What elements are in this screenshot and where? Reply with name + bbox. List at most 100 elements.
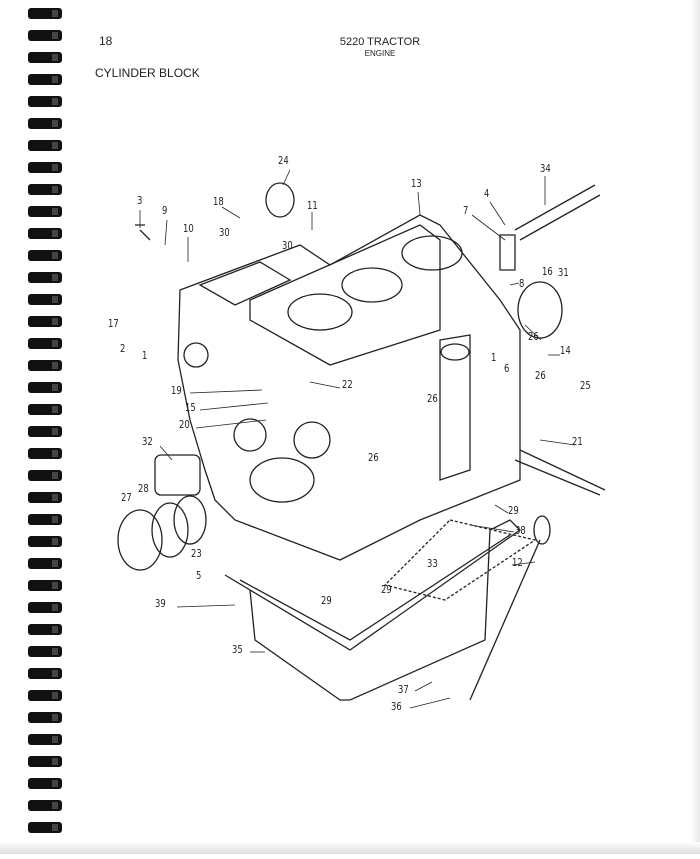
- callout-33: 33: [427, 557, 438, 570]
- binder-hole: [52, 604, 58, 611]
- expansion-plug: [265, 182, 295, 218]
- binder-hole: [52, 494, 58, 501]
- callout-1: 1: [491, 351, 497, 364]
- callout-1: 1: [142, 349, 148, 362]
- callout-23: 23: [191, 547, 202, 560]
- callout-21: 21: [572, 435, 583, 448]
- callout-2: 2: [120, 342, 126, 355]
- binder-hole: [52, 538, 58, 545]
- callout-26: 26: [528, 330, 539, 343]
- callout-27: 27: [121, 491, 132, 504]
- callout-26: 26: [368, 451, 379, 464]
- header-title: 5220 TRACTOR: [339, 36, 421, 48]
- gasket-strip: [383, 519, 537, 601]
- callout-14: 14: [560, 344, 571, 357]
- callout-12: 12: [512, 556, 523, 569]
- callout-20: 20: [179, 418, 190, 431]
- callout-38: 38: [515, 524, 526, 537]
- callout-9: 9: [162, 204, 168, 217]
- callout-29: 29: [381, 583, 392, 596]
- cylinder-liner: [154, 454, 201, 496]
- binder-hole: [52, 208, 58, 215]
- binder-hole: [52, 802, 58, 809]
- page-number: 18: [99, 34, 113, 48]
- callout-15: 15: [185, 401, 196, 414]
- callout-39: 39: [155, 597, 166, 610]
- callout-31: 31: [558, 266, 569, 279]
- callout-5: 5: [196, 569, 202, 582]
- page-edge: [690, 0, 700, 854]
- page-header: 5220 TRACTOR ENGINE: [330, 36, 430, 60]
- callout-30: 30: [219, 226, 230, 239]
- binder-hole: [52, 406, 58, 413]
- binder-hole: [52, 384, 58, 391]
- binder-hole: [52, 824, 58, 831]
- callout-26: 26: [535, 369, 546, 382]
- binder-hole: [52, 516, 58, 523]
- binder-hole: [52, 230, 58, 237]
- callout-32: 32: [142, 435, 153, 448]
- binder-hole: [52, 32, 58, 39]
- binder-hole: [52, 318, 58, 325]
- callout-17: 17: [108, 317, 119, 330]
- callout-30: 30: [282, 239, 293, 252]
- callout-3: 3: [137, 194, 143, 207]
- callout-6: 6: [504, 362, 510, 375]
- callout-19: 19: [171, 384, 182, 397]
- oil-pan: [224, 519, 522, 701]
- callout-18: 18: [213, 195, 224, 208]
- binder-hole: [52, 296, 58, 303]
- binder-hole: [52, 186, 58, 193]
- binder-hole: [52, 274, 58, 281]
- binder-hole: [52, 362, 58, 369]
- binder-hole: [52, 340, 58, 347]
- binder-hole: [52, 692, 58, 699]
- binder-hole: [52, 428, 58, 435]
- callout-7: 7: [463, 204, 469, 217]
- callout-13: 13: [411, 177, 422, 190]
- binder-hole: [52, 120, 58, 127]
- callout-26: 26: [427, 392, 438, 405]
- callout-29: 29: [508, 504, 519, 517]
- binder-hole: [52, 450, 58, 457]
- binder-hole: [52, 670, 58, 677]
- header-subtitle: ENGINE: [364, 49, 396, 58]
- binder-hole: [52, 626, 58, 633]
- binder-hole: [52, 582, 58, 589]
- binder-hole: [52, 780, 58, 787]
- stud: [514, 184, 601, 241]
- binder-hole: [52, 560, 58, 567]
- binder-hole: [52, 648, 58, 655]
- binder-hole: [52, 76, 58, 83]
- binder-hole: [52, 472, 58, 479]
- callout-11: 11: [307, 199, 318, 212]
- binder-hole: [52, 252, 58, 259]
- binder-hole: [52, 98, 58, 105]
- callout-8: 8: [519, 277, 525, 290]
- binder-hole: [52, 164, 58, 171]
- section-title: CYLINDER BLOCK: [95, 66, 200, 80]
- callout-10: 10: [183, 222, 194, 235]
- callout-29: 29: [321, 594, 332, 607]
- callout-36: 36: [391, 700, 402, 713]
- callout-22: 22: [342, 378, 353, 391]
- callout-16: 16: [542, 265, 553, 278]
- callout-35: 35: [232, 643, 243, 656]
- callout-34: 34: [540, 162, 551, 175]
- callout-4: 4: [484, 187, 490, 200]
- callout-25: 25: [580, 379, 591, 392]
- callout-37: 37: [398, 683, 409, 696]
- gasket: [517, 281, 563, 339]
- cylinder-block: [177, 214, 521, 561]
- binder-hole: [52, 736, 58, 743]
- binder-hole: [52, 142, 58, 149]
- binder-hole: [52, 758, 58, 765]
- stud: [514, 449, 606, 496]
- callout-28: 28: [138, 482, 149, 495]
- dipstick: [469, 539, 541, 701]
- binder-hole: [52, 10, 58, 17]
- binder-hole: [52, 54, 58, 61]
- callout-24: 24: [278, 154, 289, 167]
- spiral-binding: [0, 0, 70, 855]
